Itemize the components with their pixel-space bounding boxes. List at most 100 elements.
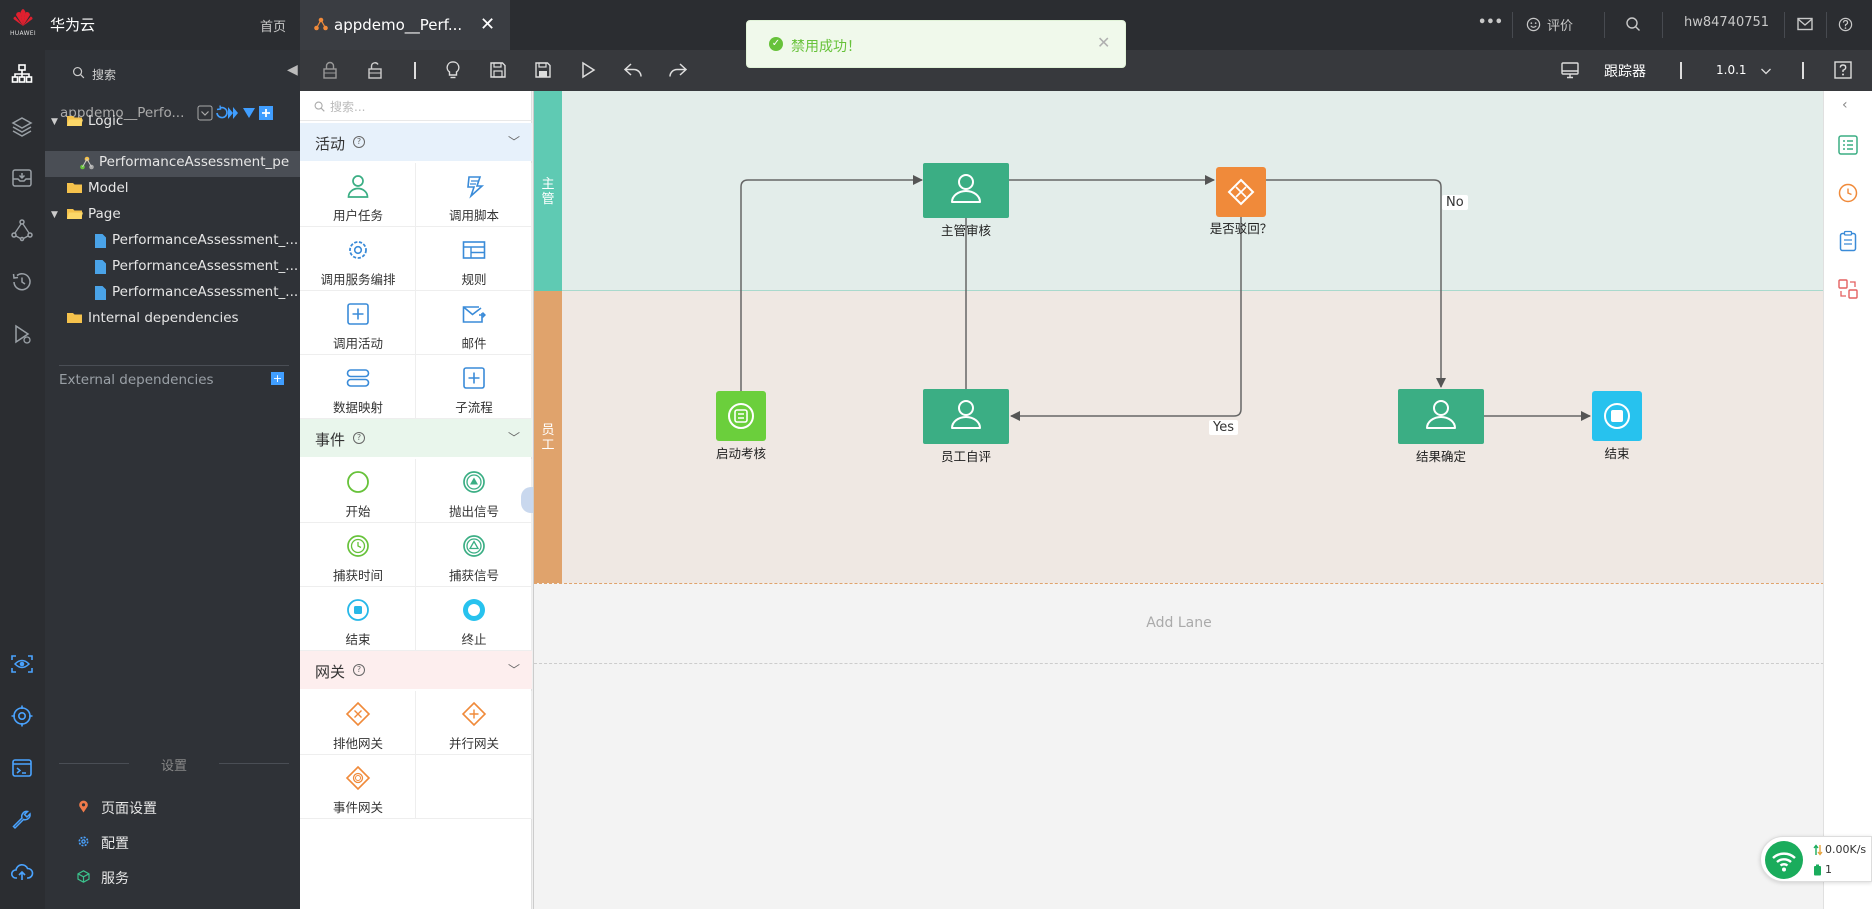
tree-item-page-file[interactable]: PerformanceAssessment_... — [95, 229, 300, 255]
tree-item-internal-deps[interactable]: Internal dependencies — [51, 307, 296, 333]
tree-item-model[interactable]: Model — [51, 177, 296, 203]
palette-item-end[interactable]: 结束 — [300, 587, 416, 651]
close-tab-icon[interactable]: ✕ — [480, 14, 496, 35]
undo-icon[interactable] — [623, 60, 643, 80]
palette-item-mail[interactable]: 邮件 — [416, 291, 532, 355]
help-icon[interactable]: ? — [353, 136, 365, 148]
palette-item-throw-signal[interactable]: 抛出信号 — [416, 459, 532, 523]
help-box-icon[interactable] — [1833, 60, 1853, 80]
search-icon[interactable] — [1625, 16, 1641, 32]
tree-item-page-file[interactable]: PerformanceAssessment_... — [95, 281, 300, 307]
mapping-icon[interactable] — [1837, 278, 1859, 300]
node-self-review[interactable] — [923, 389, 1009, 444]
help-icon[interactable]: ? — [353, 432, 365, 444]
network-icon[interactable] — [10, 218, 34, 242]
home-link[interactable]: 首页 — [260, 20, 287, 35]
tree-item-page-file[interactable]: PerformanceAssessment_... — [95, 255, 300, 281]
external-deps-label[interactable]: External dependencies — [59, 372, 214, 388]
palette-item-exclusive-gateway[interactable]: 排他网关 — [300, 691, 416, 755]
layers-icon[interactable] — [10, 114, 34, 138]
chevron-down-icon[interactable]: ﹀ — [507, 431, 520, 445]
tree-item-logic[interactable]: ▼ Logic — [51, 110, 296, 136]
palette-item-catch-timer[interactable]: 捕获时间 — [300, 523, 416, 587]
sitemap-icon[interactable] — [10, 62, 34, 86]
huawei-logo[interactable]: HUAWEI — [8, 9, 38, 41]
cloud-upload-icon[interactable] — [10, 860, 34, 884]
palette-item-subprocess[interactable]: 子流程 — [416, 355, 532, 419]
node-manager-review[interactable] — [923, 163, 1009, 218]
smile-icon[interactable] — [1526, 17, 1541, 32]
clock-icon[interactable] — [1837, 182, 1859, 204]
lock-icon[interactable] — [320, 60, 340, 80]
section-gateway[interactable]: 网关 ? ﹀ — [300, 651, 532, 689]
mail-icon[interactable] — [1797, 17, 1813, 31]
lane-header[interactable]: 员工 — [534, 291, 562, 583]
section-activity[interactable]: 活动 ? ﹀ — [300, 123, 532, 161]
help-icon[interactable]: ? — [353, 664, 365, 676]
unlock-icon[interactable] — [365, 60, 385, 80]
palette-item-flow-service[interactable]: 调用服务编排 — [300, 227, 416, 291]
run-debug-icon[interactable] — [10, 322, 34, 346]
collapse-panel-icon[interactable]: ◀ — [287, 62, 298, 78]
node-start[interactable] — [716, 391, 766, 441]
chevron-down-icon[interactable] — [1760, 65, 1772, 77]
edge-start-to-manager-review[interactable] — [740, 175, 923, 393]
palette-item-user-task[interactable]: 用户任务 — [300, 163, 416, 227]
add-lane-button[interactable]: Add Lane — [1146, 615, 1212, 631]
preview-eye-icon[interactable] — [10, 652, 34, 676]
save-as-icon[interactable] — [533, 60, 553, 80]
expand-arrow-icon[interactable]: ▼ — [51, 210, 58, 220]
project-name[interactable]: appdemo__Perfo... — [60, 105, 185, 121]
explorer-search[interactable]: 搜索 — [60, 62, 290, 84]
palette-item-start[interactable]: 开始 — [300, 459, 416, 523]
palette-item-call-activity[interactable]: 调用活动 — [300, 291, 416, 355]
terminal-icon[interactable] — [10, 756, 34, 780]
chevron-down-icon[interactable]: ﹀ — [507, 663, 520, 677]
expand-arrow-icon[interactable]: ▼ — [51, 117, 58, 127]
tracker-button[interactable]: 跟踪器 — [1604, 64, 1646, 80]
chevron-down-icon[interactable]: ﹀ — [507, 135, 520, 149]
username[interactable]: hw84740751 — [1684, 15, 1770, 30]
help-icon[interactable] — [1838, 17, 1853, 32]
palette-item-event-gateway[interactable]: 事件网关 — [300, 755, 416, 819]
history-icon[interactable] — [10, 270, 34, 294]
palette-item-terminate[interactable]: 终止 — [416, 587, 532, 651]
list-properties-icon[interactable] — [1837, 134, 1859, 156]
tree-item-page[interactable]: ▼ Page — [51, 203, 296, 229]
document-tab[interactable]: appdemo__Perf... ✕ — [300, 0, 510, 50]
palette-item-script[interactable]: 调用脚本 — [416, 163, 532, 227]
inbox-download-icon[interactable] — [10, 166, 34, 190]
chevron-left-icon[interactable]: ‹ — [1842, 97, 1848, 113]
palette-item-catch-signal[interactable]: 捕获信号 — [416, 523, 532, 587]
process-canvas[interactable]: 主管 员工 Add Lane — [533, 91, 1824, 909]
version-select[interactable]: 1.0.1 — [1716, 63, 1747, 77]
palette-item-rule[interactable]: 规则 — [416, 227, 532, 291]
lightbulb-icon[interactable] — [443, 60, 463, 80]
settings-target-icon[interactable] — [10, 704, 34, 728]
close-toast-icon[interactable]: ✕ — [1097, 33, 1111, 52]
palette-resize-handle[interactable] — [521, 487, 535, 513]
tree-item-logic-flow[interactable]: PerformanceAssessment_pe — [80, 151, 300, 177]
clipboard-icon[interactable] — [1837, 230, 1859, 252]
node-gateway[interactable] — [1216, 167, 1266, 217]
more-icon[interactable]: ••• — [1478, 15, 1503, 30]
lane-header[interactable]: 主管 — [534, 91, 562, 291]
redo-icon[interactable] — [668, 60, 688, 80]
rate-link[interactable]: 评价 — [1547, 19, 1574, 34]
palette-item-data-mapping[interactable]: 数据映射 — [300, 355, 416, 419]
palette-search[interactable]: 搜索... — [300, 91, 532, 121]
section-event[interactable]: 事件 ? ﹀ — [300, 419, 532, 457]
edge-gateway-no[interactable] — [1266, 179, 1446, 388]
node-confirm[interactable] — [1398, 389, 1484, 444]
add-external-dep-icon[interactable]: + — [271, 372, 284, 385]
wrench-icon[interactable] — [10, 808, 34, 832]
run-icon[interactable] — [578, 60, 598, 80]
edge-gateway-yes[interactable] — [1010, 203, 1242, 421]
lane-manager[interactable]: 主管 — [534, 91, 1824, 291]
node-end[interactable] — [1592, 391, 1642, 441]
monitor-icon[interactable] — [1560, 60, 1580, 80]
brand-name[interactable]: 华为云 — [50, 16, 96, 34]
palette-item-parallel-gateway[interactable]: 并行网关 — [416, 691, 532, 755]
network-monitor[interactable]: 0.00K/s 1 — [1760, 836, 1872, 882]
save-icon[interactable] — [488, 60, 508, 80]
